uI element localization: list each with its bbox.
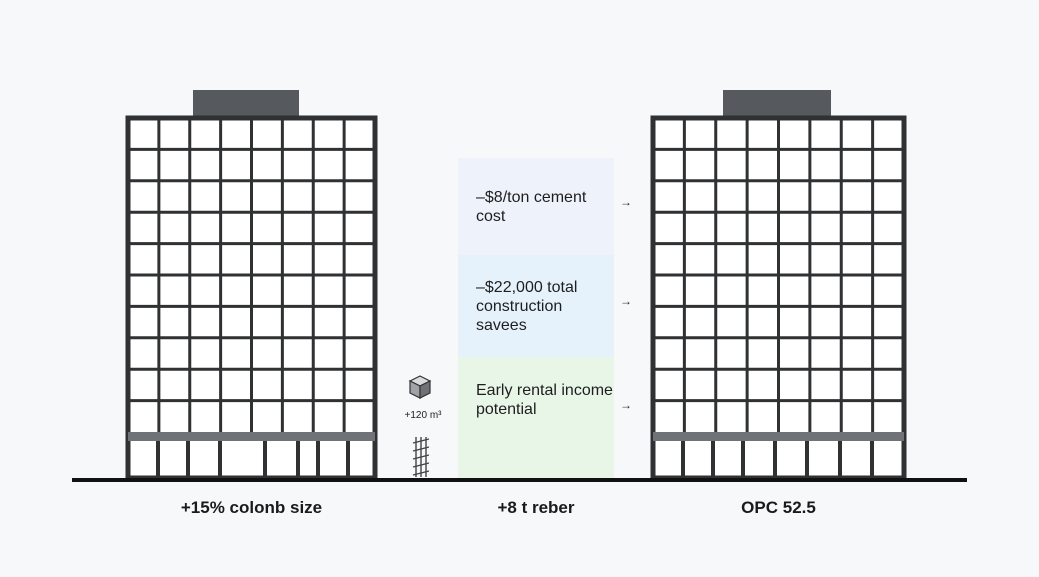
rental-box-bg (458, 357, 614, 478)
right-building (650, 90, 907, 481)
rental-benefit-box: Early rental income potential (458, 357, 614, 443)
cost-box-bg (458, 158, 614, 255)
left-roof-unit (193, 90, 299, 118)
left-base-band (128, 432, 375, 441)
cost-benefit-text: –$8/ton cement cost (476, 188, 587, 225)
right-roof-unit (723, 90, 831, 118)
rental-arrow-icon: → (620, 398, 632, 412)
rebar-icon (412, 437, 430, 477)
cube-icon (408, 375, 432, 399)
cost-benefit-box: –$8/ton cement cost (458, 158, 614, 255)
cost-arrow-icon: → (620, 195, 632, 209)
savings-box-bg (458, 255, 614, 357)
savings-benefit-box: –$22,000 total construction savees (458, 255, 614, 357)
right-base-band (653, 432, 904, 441)
middle-caption: +8 t reber (497, 498, 575, 517)
savings-benefit-text: –$22,000 total construction savees (476, 278, 578, 334)
right-window-grid (653, 118, 904, 478)
left-building (125, 90, 378, 481)
left-window-grid (128, 118, 375, 478)
savings-arrow-icon: → (620, 294, 632, 308)
concrete-volume-label: +120 m³ (404, 410, 442, 421)
left-caption: +15% colonb size (180, 498, 323, 517)
rental-benefit-text: Early rental income potential (476, 382, 613, 418)
right-caption: OPC 52.5 (741, 498, 816, 517)
